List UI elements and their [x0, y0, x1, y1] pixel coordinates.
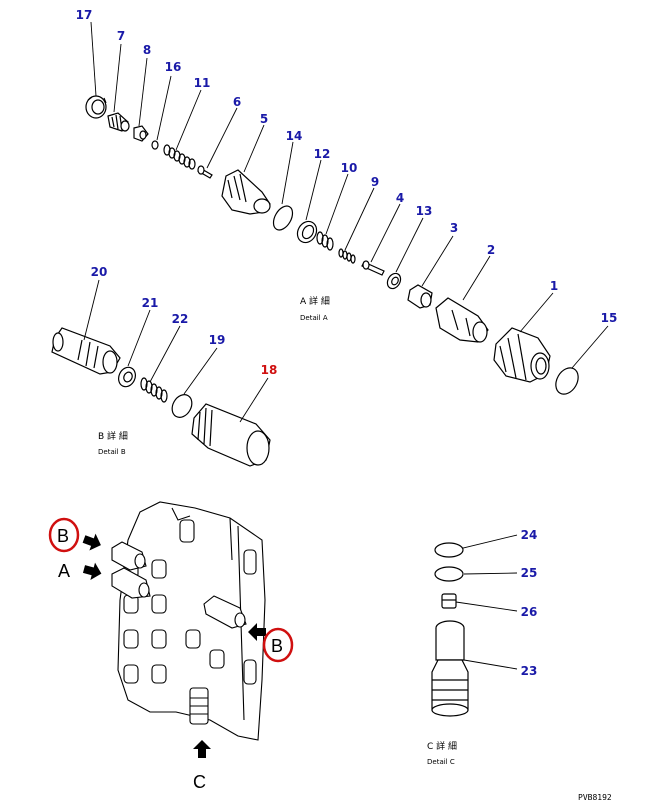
part-22-spring: [140, 377, 168, 403]
part-26: [441, 593, 457, 609]
circle-b-right: [262, 627, 294, 663]
callout-6: 6: [233, 95, 241, 109]
callout-10: 10: [341, 161, 358, 175]
valve-plug-bottom: [189, 687, 209, 725]
part-12-ring: [296, 220, 318, 244]
part-3-sleeve: [407, 284, 433, 309]
part-7-plug: [107, 112, 130, 132]
callout-15: 15: [601, 311, 618, 325]
callout-20: 20: [91, 265, 108, 279]
callout-11: 11: [194, 76, 211, 90]
part-10-spring: [316, 231, 334, 251]
detail-b-subtitle: Detail B: [98, 448, 126, 456]
part-2-spool: [435, 297, 489, 343]
detail-a-subtitle: Detail A: [300, 314, 328, 322]
valve-assembly: [111, 501, 266, 741]
part-20: [51, 327, 121, 375]
view-letter-c: C: [193, 772, 206, 792]
callout-14: 14: [286, 129, 303, 143]
callout-17: 17: [76, 8, 93, 22]
part-18: [191, 403, 271, 467]
part-14-oring: [272, 205, 294, 231]
valve-spool-lower-left: [111, 567, 151, 599]
part-11-spring: [163, 144, 196, 170]
detail-c-parts: [431, 542, 469, 717]
detail-c-title: C 詳 細: [427, 740, 457, 752]
valve-spool-right: [203, 595, 247, 629]
view-letter-b-top: B: [57, 526, 69, 546]
callout-22: 22: [172, 312, 189, 326]
callout-5: 5: [260, 112, 268, 126]
detail-a-title: A 詳 細: [300, 295, 330, 307]
part-16-ring: [151, 140, 159, 150]
callout-2: 2: [487, 243, 495, 257]
callout-21: 21: [142, 296, 159, 310]
callout-12: 12: [314, 147, 331, 161]
part-1-body: [493, 327, 551, 383]
part-13-ring: [386, 272, 402, 290]
callout-25: 25: [521, 566, 538, 580]
view-letter-b-right: B: [271, 636, 283, 656]
callout-24: 24: [521, 528, 538, 542]
callout-16: 16: [165, 60, 182, 74]
part-15-oring: [555, 367, 579, 395]
callout-7: 7: [117, 29, 125, 43]
callout-3: 3: [450, 221, 458, 235]
detail-c-subtitle: Detail C: [427, 758, 455, 766]
callout-19: 19: [209, 333, 226, 347]
valve-spool-upper-left: [111, 541, 147, 571]
callout-4: 4: [396, 191, 404, 205]
drawing-code: PVB8192: [578, 793, 612, 802]
callout-9: 9: [371, 175, 379, 189]
arrow-a: [81, 560, 104, 583]
circle-b-top: [48, 517, 80, 553]
part-21-ring: [118, 366, 136, 388]
part-24: [434, 542, 464, 558]
part-23: [431, 620, 469, 717]
part-17-nut: [85, 95, 107, 119]
arrow-b-top: [80, 530, 104, 554]
part-5-body: [221, 169, 271, 215]
part-25: [434, 566, 464, 582]
detail-b-parts: [51, 327, 271, 467]
callout-labels: 1778161165141210941332115202122191824252…: [76, 8, 618, 678]
callout-8: 8: [143, 43, 151, 57]
detail-b-title: B 詳 細: [98, 430, 128, 442]
part-8: [133, 125, 149, 142]
callout-23: 23: [521, 664, 538, 678]
detail-a-parts: [85, 95, 579, 395]
view-letter-a: A: [58, 561, 70, 581]
part-9-spring: [338, 248, 356, 264]
callout-1: 1: [550, 279, 558, 293]
leader-lines: [83, 21, 609, 670]
part-6-pin: [197, 165, 213, 179]
arrow-c: [193, 740, 211, 758]
callout-26: 26: [521, 605, 538, 619]
callout-13: 13: [416, 204, 433, 218]
part-4-pin: [361, 260, 385, 276]
part-19-oring: [171, 394, 193, 418]
callout-18: 18: [261, 363, 278, 377]
